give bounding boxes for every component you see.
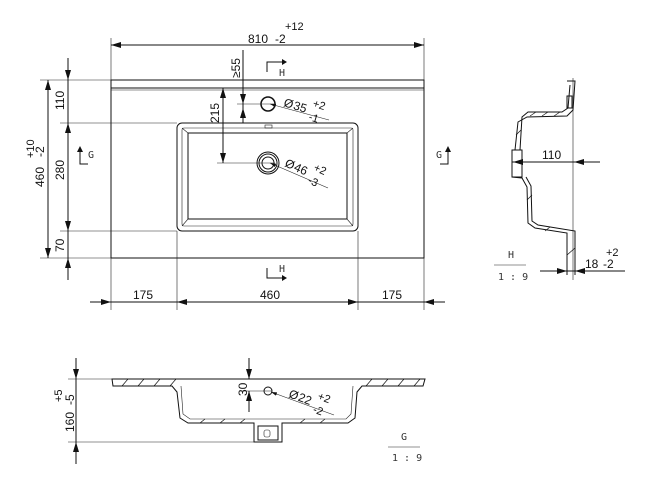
overflow-hole-callout: Ø 22 +2 -2 (287, 387, 332, 419)
section-g-view: 160 -5 +5 30 Ø 22 +2 -2 G 1 : 9 (53, 358, 426, 464)
svg-text:+2: +2 (312, 162, 328, 178)
thickness-lower-tol: -2 (603, 257, 614, 271)
svg-text:G: G (436, 150, 442, 161)
svg-text:46: 46 (292, 160, 310, 178)
depth-segment-front: 70 (53, 238, 67, 252)
width-segment-right: 175 (382, 288, 402, 302)
overflow-slot (264, 124, 273, 129)
section-h-marker-top: H (266, 59, 287, 79)
section-h-scale: 1 : 9 (498, 272, 528, 283)
section-h-marker-bottom: H (266, 264, 287, 281)
section-g-height-upper-tol: +5 (53, 389, 65, 402)
depth-nominal: 460 (33, 167, 47, 187)
top-view: +12 810 -2 110 280 70 460 -2 +10 215 ≥55… (25, 21, 451, 310)
svg-text:Ø: Ø (287, 387, 301, 403)
countertop-outline (110, 79, 425, 259)
basin-inner (187, 132, 348, 220)
faucet-hole-callout: Ø 35 +2 -1 (282, 95, 327, 125)
svg-text:Ø: Ø (282, 95, 295, 111)
svg-text:H: H (279, 264, 285, 275)
width-segment-left: 175 (133, 288, 153, 302)
faucet-to-drain-dim: 215 (208, 103, 222, 123)
basin-outer (176, 122, 359, 232)
section-g-label: G (401, 432, 407, 443)
section-g-marker-right: G (436, 146, 451, 165)
width-upper-tol: +12 (285, 21, 304, 33)
width-nominal: 810 (248, 32, 268, 46)
section-g-marker-left: G (77, 146, 94, 165)
thickness-upper-tol: +2 (606, 247, 619, 259)
drain-hole-callout: Ø 46 +2 -3 (283, 156, 328, 190)
depth-lower-tol: -2 (33, 146, 47, 157)
depth-segment-basin: 280 (53, 160, 67, 180)
svg-text:-2: -2 (311, 404, 324, 419)
width-segment-basin: 460 (260, 288, 280, 302)
svg-text:-3: -3 (306, 175, 320, 190)
faucet-clearance-dim: ≥55 (229, 58, 243, 78)
section-h-depth-dim: 110 (542, 148, 561, 162)
svg-text:35: 35 (292, 98, 309, 115)
width-lower-tol: -2 (275, 32, 286, 46)
thickness-nominal: 18 (585, 257, 599, 271)
svg-text:+2: +2 (316, 391, 332, 407)
svg-text:H: H (279, 68, 285, 79)
overflow-offset-dim: 30 (236, 382, 250, 396)
svg-text:+2: +2 (311, 98, 327, 113)
section-g-height-nominal: 160 (63, 412, 77, 432)
svg-text:-1: -1 (307, 111, 320, 125)
depth-upper-tol: +10 (25, 139, 37, 158)
section-h-view: 110 +2 18 -2 H 1 : 9 (494, 78, 625, 283)
section-h-label: H (508, 250, 514, 261)
section-g-scale: 1 : 9 (392, 453, 422, 464)
svg-text:22: 22 (296, 390, 314, 408)
depth-segment-back: 110 (53, 91, 67, 110)
svg-text:G: G (88, 150, 94, 161)
section-g-height-lower-tol: -5 (63, 394, 77, 405)
